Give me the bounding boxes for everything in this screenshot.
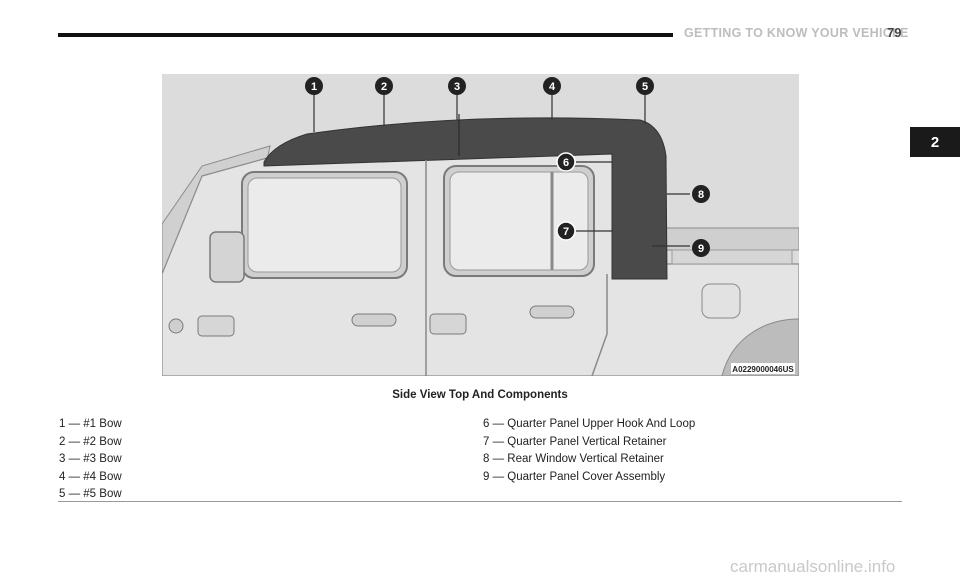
callout-6: 6 (563, 157, 569, 169)
image-code: A0229000046US (732, 365, 794, 374)
vehicle-figure: 1 2 3 4 5 6 7 8 9 A0229000046US (162, 74, 799, 376)
legend-item: 3 — #3 Bow (59, 453, 122, 465)
header-rule (58, 33, 673, 37)
legend-right-column: 6 — Quarter Panel Upper Hook And Loop 7 … (483, 416, 695, 486)
legend-item: 6 — Quarter Panel Upper Hook And Loop (483, 418, 696, 430)
legend-bottom-rule (58, 501, 902, 502)
legend-item: 4 — #4 Bow (59, 470, 122, 483)
callout-1-icon (305, 77, 323, 95)
legend-left-column: 1 — #1 Bow 2 — #2 Bow 3 — #3 Bow 4 — #4 … (59, 416, 122, 504)
callout-7: 7 (563, 226, 569, 238)
legend-item: 2 — #2 Bow (59, 435, 122, 448)
callout-3-icon (448, 77, 466, 95)
legend-item: 7 — Quarter Panel Vertical Retainer (483, 435, 667, 448)
callout-5: 5 (642, 81, 648, 93)
legend-item: 5 — #5 Bow (59, 488, 122, 500)
callout-8: 8 (698, 189, 704, 201)
callout-9: 9 (698, 243, 704, 255)
legend-item: 9 — Quarter Panel Cover Assembly (483, 470, 666, 483)
page-number: 79 (887, 25, 902, 40)
figure-caption: Side View Top And Components (392, 389, 568, 401)
callout-8-icon (692, 185, 710, 203)
callout-6-icon (556, 152, 576, 172)
legend-item: 1 — #1 Bow (59, 418, 122, 430)
legend-item: 8 — Rear Window Vertical Retainer (483, 453, 664, 465)
vehicle-illustration: 1 2 3 4 5 6 7 8 9 A0229000046US (162, 74, 799, 376)
callout-4-icon (543, 77, 561, 95)
callout-7-icon (556, 221, 576, 241)
callout-3: 3 (454, 81, 460, 93)
watermark[interactable]: carmanualsonline.info (730, 557, 896, 576)
section-title: GETTING TO KNOW YOUR VEHICLE (684, 26, 909, 40)
callout-9-icon (692, 239, 710, 257)
callout-5-icon (636, 77, 654, 95)
callout-2: 2 (381, 81, 387, 93)
callout-4: 4 (549, 81, 556, 93)
image-code-box (731, 363, 795, 374)
chapter-tab[interactable]: 2 (910, 127, 960, 157)
callout-2-icon (375, 77, 393, 95)
callout-1: 1 (311, 81, 317, 93)
